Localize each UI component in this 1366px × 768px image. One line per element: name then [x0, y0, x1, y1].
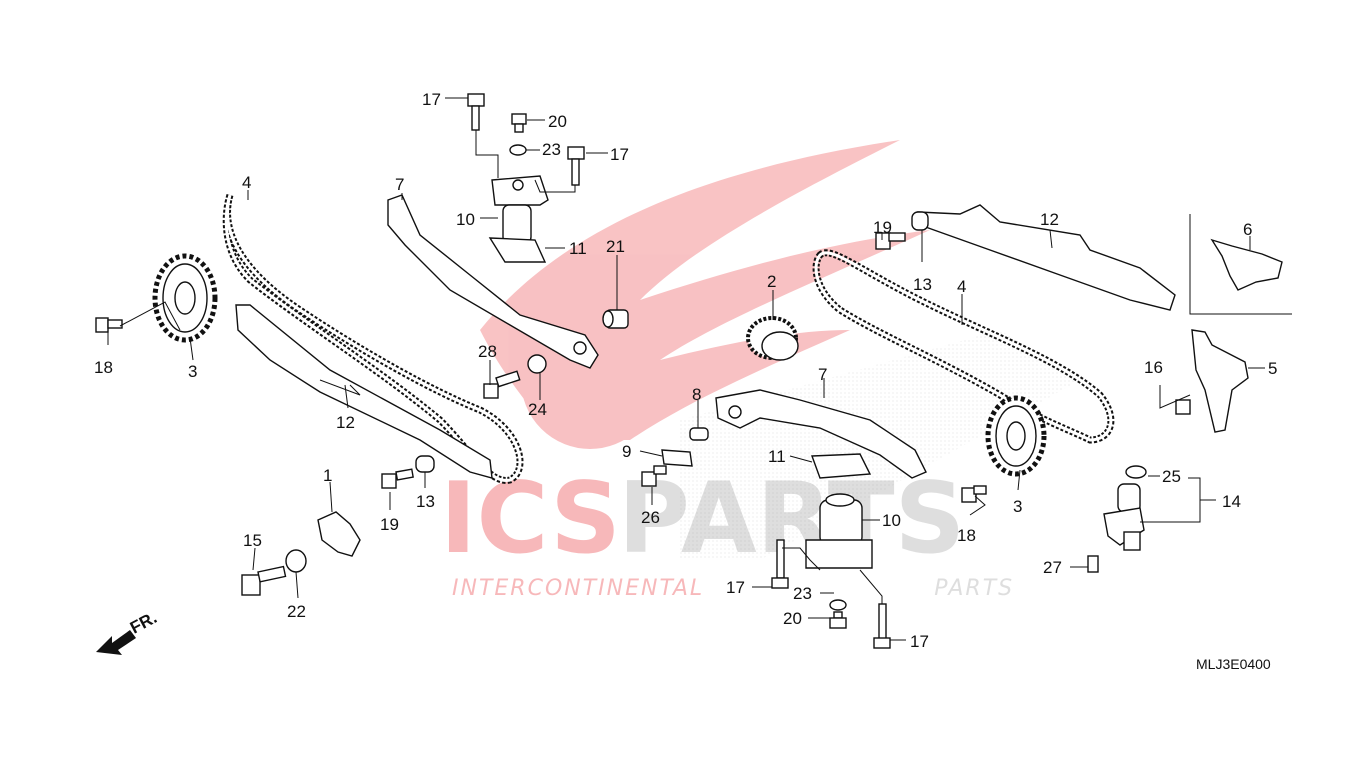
tensioner-guide-lower	[715, 389, 927, 479]
callout-18: 18	[957, 526, 976, 545]
callout-6: 6	[1243, 220, 1252, 239]
callout-7: 7	[818, 365, 827, 384]
washer-23-top	[509, 144, 527, 156]
diagram-code: MLJ3E0400	[1196, 656, 1271, 672]
callout-13: 13	[416, 492, 435, 511]
callout-4: 4	[242, 173, 251, 192]
callout-10: 10	[456, 210, 475, 229]
bolt-28	[483, 370, 521, 399]
watermark-tagline-d: PARTS	[934, 576, 1014, 601]
watermark-brand-left: ICS	[440, 462, 621, 576]
callout-14: 14	[1222, 492, 1241, 511]
bolt-26	[641, 465, 667, 487]
callout-21: 21	[606, 237, 625, 256]
collar-13-right	[911, 211, 929, 231]
washer-23-bottom	[829, 599, 847, 611]
callout-26: 26	[641, 508, 660, 527]
callout-18: 18	[94, 358, 113, 377]
watermark-tagline-b: C	[528, 576, 545, 601]
callout-27: 27	[1043, 558, 1062, 577]
callout-15: 15	[243, 531, 262, 550]
inset-box	[1189, 214, 1292, 315]
callout-11: 11	[569, 239, 587, 258]
watermark-tagline-a: INTER	[452, 576, 528, 601]
callout-17: 17	[610, 145, 629, 164]
collar-21	[602, 309, 629, 329]
callout-19: 19	[380, 515, 399, 534]
watermark-brand-right: PARTS	[618, 462, 965, 576]
bolt-20-top	[511, 113, 527, 133]
cam-sprocket-right	[985, 395, 1047, 477]
idle-gear-2	[746, 316, 799, 361]
callout-10: 10	[882, 511, 901, 530]
callout-17: 17	[422, 90, 441, 109]
callout-20: 20	[548, 112, 567, 131]
callout-9: 9	[622, 442, 631, 461]
callout-1: 1	[323, 466, 332, 485]
cam-chain-right	[812, 249, 1115, 444]
callout-24: 24	[528, 400, 547, 419]
callout-12: 12	[336, 413, 355, 432]
bolt-17-top-left	[467, 93, 485, 131]
bolt-17-bottom-left	[771, 539, 789, 589]
callout-12: 12	[1040, 210, 1059, 229]
chain-guide-left	[235, 304, 493, 479]
callout-22: 22	[287, 602, 306, 621]
bolt-16	[1175, 399, 1191, 415]
bolt-19-right	[875, 232, 906, 250]
callout-19: 19	[873, 218, 892, 237]
callout-23: 23	[542, 140, 561, 159]
tensioner-guide-upper	[387, 194, 599, 369]
watermark-tagline-c: ONTINENTAL	[545, 576, 704, 601]
watermark-tagline: INTERCONTINENTAL PARTS	[452, 576, 1014, 601]
watermark-gear-shape	[521, 311, 659, 449]
pulser-plate-1	[317, 511, 361, 557]
bolt-18-left	[95, 317, 123, 333]
bolt-19-left	[381, 468, 414, 489]
bolt-8	[689, 427, 709, 441]
callout-13: 13	[913, 275, 932, 294]
callout-17: 17	[910, 632, 929, 651]
collar-13-left	[415, 455, 435, 473]
bolt-17-top-right	[567, 146, 585, 186]
callout-17: 17	[726, 578, 745, 597]
callout-3: 3	[188, 362, 197, 381]
callout-11: 11	[768, 447, 786, 466]
washer-24	[527, 354, 547, 374]
callout-8: 8	[692, 385, 701, 404]
callout-25: 25	[1162, 467, 1181, 486]
chain-guide-right	[917, 204, 1176, 311]
gasket-11-lower	[811, 453, 872, 479]
callout-23: 23	[793, 584, 812, 603]
bracket-5	[1191, 329, 1249, 433]
leader-lines	[107, 97, 1265, 641]
gasket-11-upper	[488, 237, 547, 263]
cam-position-sensor-14	[1103, 483, 1145, 551]
cam-chain-left	[222, 193, 524, 484]
callout-16: 16	[1144, 358, 1163, 377]
callout-7: 7	[395, 175, 404, 194]
callout-2: 2	[767, 272, 776, 291]
o-ring-25	[1125, 465, 1147, 479]
cam-chain-tensioner-lower	[805, 493, 873, 569]
callout-20: 20	[783, 609, 802, 628]
bolt-20-bottom	[829, 611, 847, 629]
washer-22	[285, 549, 307, 573]
bolt-17-bottom-right	[873, 603, 891, 649]
bolt-18-right	[961, 485, 987, 503]
callout-28: 28	[478, 342, 497, 361]
callout-labels: 17 20 23 17 7 4 10 11 21 19 12 6 13 2 4 …	[94, 90, 1277, 651]
plate-9	[661, 449, 693, 467]
cam-chain-tensioner-upper	[491, 175, 549, 244]
callout-3: 3	[1013, 497, 1022, 516]
bracket-6	[1210, 238, 1283, 291]
bolt-27	[1087, 555, 1099, 573]
bolt-15	[241, 565, 287, 596]
callout-4: 4	[957, 277, 966, 296]
front-arrow: FR.	[96, 608, 160, 655]
callout-5: 5	[1268, 359, 1277, 378]
cam-sprocket-left	[152, 253, 218, 343]
